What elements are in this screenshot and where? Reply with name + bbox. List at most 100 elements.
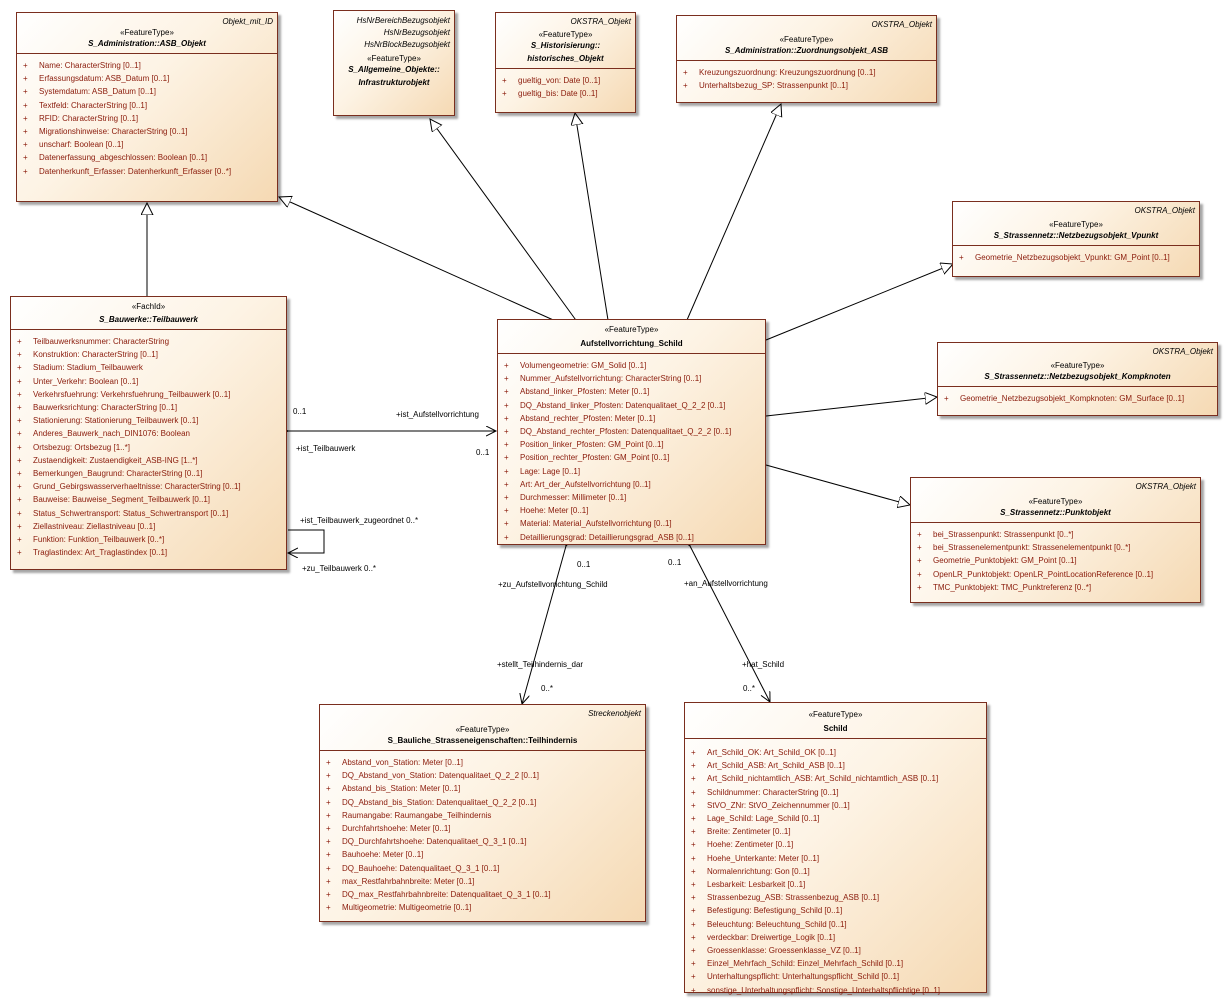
attribute-text: Abstand_rechter_Pfosten: Meter [0..1] [520,413,656,423]
attribute-visibility: + [691,919,696,929]
stereotype-label: «FeatureType» [538,30,593,39]
class-aufstellvorrichtung-schild[interactable]: «FeatureType» Aufstellvorrichtung_Schild… [497,319,766,545]
stereotype-label: «FeatureType» [1050,361,1105,370]
attribute: +Breite: Zentimeter [0..1] [689,825,982,838]
attribute: +Raumangabe: Raumangabe_Teilhindernis [324,809,641,822]
attribute-text: Einzel_Mehrfach_Schild: Einzel_Mehrfach_… [707,959,904,969]
class-name: Aufstellvorrichtung_Schild [580,339,683,348]
class-punktobjekt[interactable]: OKSTRA_Objekt «FeatureType» S_Strassenne… [910,477,1201,603]
attribute-visibility: + [17,376,22,386]
attribute-visibility: + [691,827,696,837]
attribute: +Migrationshinweise: CharacterString [0.… [21,125,273,138]
generalization-aufstell-to-kompknoten [765,397,937,417]
attribute-visibility: + [17,508,22,518]
attribute-text: Durchfahrtshoehe: Meter [0..1] [342,824,451,834]
attribute: +DQ_max_Restfahrbahnbreite: Datenqualita… [324,888,641,901]
attribute-text: Position_rechter_Pfosten: GM_Point [0..1… [520,453,670,463]
attribute: +Hoehe_Unterkante: Meter [0..1] [689,852,982,865]
attribute-visibility: + [917,543,922,553]
attribute-visibility: + [691,853,696,863]
attribute: +Anderes_Bauwerk_nach_DIN1076: Boolean [15,427,282,440]
class-name: S_Strassennetz::Punktobjekt [1000,508,1111,517]
attribute-text: bei_Strassenpunkt: Strassenpunkt [0..*] [933,530,1074,539]
attribute: +Textfeld: CharacterString [0..1] [21,99,273,112]
attribute: + DQ_Durchfahrtshoehe: Datenqualitaet_Q_3… [324,835,641,848]
multiplicity-teilhindernis-end: 0..* [541,684,554,693]
class-zuordnungsobjekt-asb[interactable]: OKSTRA_Objekt «FeatureType» S_Administra… [676,15,937,103]
attribute-visibility: + [959,253,964,262]
parent-class-label: Streckenobjekt [588,709,641,718]
class-header: OKSTRA_Objekt «FeatureType» S_Strassenne… [911,478,1200,523]
attribute-visibility: + [326,758,331,767]
attribute-text: Normalenrichtung: Gon [0..1] [707,866,810,876]
class-name: S_Strassennetz::Netzbezugsobjekt_Vpunkt [993,231,1159,240]
role-hat-schild: +hat_Schild [742,660,785,669]
attribute: +max_Restfahrbahnbreite: Meter [0..1] [324,875,641,888]
attribute: +sonstige_Unterhaltungspflicht: Sonstige… [689,984,982,997]
class-schild[interactable]: «FeatureType» Schild + Art_Schild_OK: Art… [684,702,987,995]
attribute-text: Abstand_bis_Station: Meter [0..1] [342,784,461,794]
attribute-list: +Geometrie_Netzbezugsobjekt_Vpunkt: GM_P… [953,246,1199,267]
attribute: +Systemdatum: ASB_Datum [0..1] [21,85,273,98]
class-netzbezugsobjekt-vpunkt[interactable]: OKSTRA_Objekt «FeatureType» S_Strassenne… [952,201,1200,277]
attribute-text: Funktion: Funktion_Teilbauwerk [0..*] [33,535,165,545]
attribute-visibility: + [326,837,331,847]
role-zu-aufstellvorrichtung-schild: +zu_Aufstellvorrichtung_Schild [498,580,608,589]
attribute-visibility: + [917,569,922,579]
class-teilbauwerk[interactable]: «FachId» S_Bauwerke::Teilbauwerk +Teilba… [10,296,287,570]
attribute: +Groessenklasse: Groessenklasse_VZ [0..1… [689,944,982,957]
attribute: +Bauhoehe: Meter [0..1] [324,848,641,861]
attribute-visibility: + [691,893,696,903]
attribute: +Stationierung: Stationierung_Teilbauwer… [15,414,282,427]
multiplicity-teilbauwerk-end: 0..1 [293,407,307,416]
attribute-text: gueltig_bis: Date [0..1] [518,89,598,99]
class-header: «FeatureType» Schild [685,703,986,739]
attribute: +StVO_ZNr: StVO_Zeichennummer [0..1] [689,799,982,812]
class-asb-objekt[interactable]: Objekt_mit_ID «FeatureType» S_Administra… [16,12,278,202]
attribute-visibility: + [23,74,28,84]
attribute: +Geometrie_Netzbezugsobjekt_Kompknoten: … [942,392,1213,405]
attribute-text: Groessenklasse: Groessenklasse_VZ [0..1] [707,946,861,956]
attribute-visibility: + [17,389,22,399]
attribute-text: Datenerfassung_abgeschlossen: Boolean [0… [39,153,208,163]
attribute-visibility: + [691,800,696,810]
stereotype-label: «FeatureType» [367,54,421,63]
attribute-visibility: + [691,972,696,982]
attribute-text: Art_Schild_OK: Art_Schild_OK [0..1] [707,748,836,757]
attribute-text: Art_Schild_nichtamtlich_ASB: Art_Schild_… [707,774,939,784]
attribute-visibility: + [326,890,331,900]
class-historisches-objekt[interactable]: OKSTRA_Objekt «FeatureType» S_Historisie… [495,12,636,113]
attribute-text: Strassenbezug_ASB: Strassenbezug_ASB [0.… [707,893,880,903]
attribute-visibility: + [17,535,22,545]
attribute: +Lesbarkeit: Lesbarkeit [0..1] [689,878,982,891]
attribute-text: DQ_Abstand_linker_Pfosten: Datenqualitae… [520,400,726,410]
class-name: S_Allgemeine_Objekte:: [348,65,440,74]
attribute: +Zustaendigkeit: Zustaendigkeit_ASB-ING … [15,454,282,467]
attribute-text: Bauweise: Bauweise_Segment_Teilbauwerk [… [33,495,210,505]
role-ist-aufstellvorrichtung: +ist_Aufstellvorrichtung [396,410,479,419]
generalization-aufstell-to-asb-objekt [279,197,561,324]
class-infrastrukturobjekt[interactable]: HsNrBereichBezugsobjekt HsNrBezugsobjekt… [333,10,455,116]
attribute-visibility: + [691,787,696,797]
attribute: +Normalenrichtung: Gon [0..1] [689,865,982,878]
multiplicity-schild-end: 0..* [743,684,756,693]
class-netzbezugsobjekt-kompknoten[interactable]: OKSTRA_Objekt «FeatureType» S_Strassenne… [937,342,1218,416]
attribute-visibility: + [23,61,28,70]
attribute-text: DQ_Durchfahrtshoehe: Datenqualitaet_Q_3_… [342,837,527,847]
generalization-aufstell-to-zuordnungsobjekt [686,104,781,321]
generalization-aufstell-to-punktobjekt [765,464,910,505]
attribute-text: Verkehrsfuehrung: Verkehrsfuehrung_Teilb… [33,389,231,399]
attribute-text: Ziellastniveau: Ziellastniveau [0..1] [33,521,156,531]
association-teilbauwerk-self [288,529,325,553]
attribute-text: Stadium: Stadium_Teilbauwerk [33,363,143,373]
class-name: S_Bauliche_Strasseneigenschaften::Teilhi… [387,736,578,745]
attribute: +Abstand_rechter_Pfosten: Meter [0..1] [502,412,761,425]
attribute-visibility: + [504,361,509,370]
attribute: +Grund_Gebirgswasserverhaeltnisse: Chara… [15,480,282,493]
attribute: +Traglastindex: Art_Traglastindex [0..1] [15,546,282,559]
class-teilhindernis[interactable]: Streckenobjekt «FeatureType» S_Bauliche_… [319,704,646,922]
attribute-visibility: + [17,403,22,413]
attribute-text: unscharf: Boolean [0..1] [39,140,124,150]
attribute: +Position_linker_Pfosten: GM_Point [0..1… [502,438,761,451]
attribute-visibility: + [326,863,331,873]
